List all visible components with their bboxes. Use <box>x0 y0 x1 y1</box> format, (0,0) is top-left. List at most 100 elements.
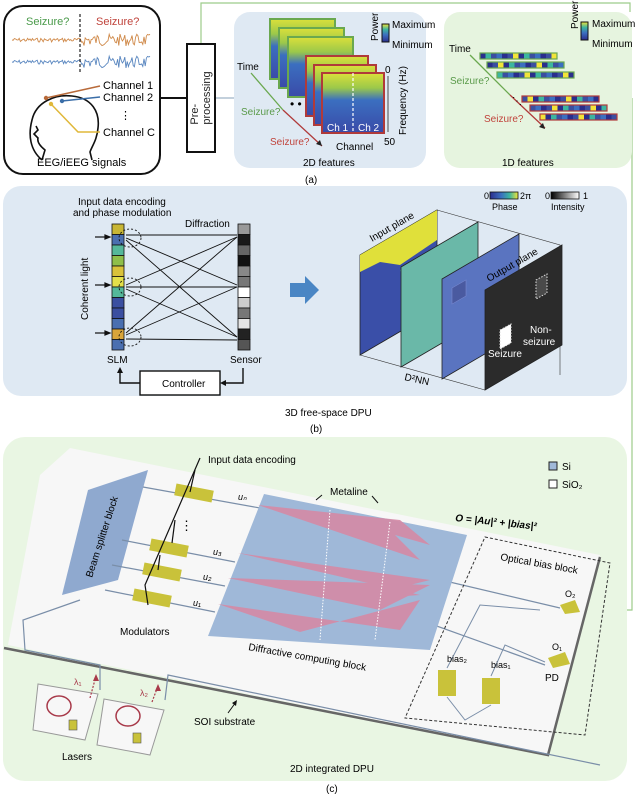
feature-cell <box>533 96 539 102</box>
power-colorbar-2d <box>381 23 390 43</box>
legend-min-1d: Minimum <box>592 39 633 50</box>
seizure-output-label: Seizure <box>488 349 522 360</box>
spectrogram-stack-red <box>305 55 385 134</box>
feature-cell <box>601 105 607 111</box>
feature-cell <box>502 53 508 59</box>
controller-to-slm-arrow <box>119 370 140 384</box>
frequency-axis-label: Frequency (Hz) <box>398 66 409 135</box>
intensity-colorbar <box>550 191 580 200</box>
feature-vector <box>486 61 565 69</box>
eeg-waveform-orange <box>11 32 151 47</box>
si-legend-swatch <box>548 461 558 471</box>
feature-cell <box>530 105 536 111</box>
diffraction-rays <box>118 228 238 347</box>
sio2-legend-label: SiO₂ <box>562 480 583 491</box>
feature-cell <box>571 96 577 102</box>
feature-cell <box>508 72 514 78</box>
feature-cell <box>496 53 502 59</box>
controller-label: Controller <box>162 379 206 390</box>
feature-cell <box>566 96 572 102</box>
time-label-2d: Time <box>237 62 259 73</box>
diffraction-label: Diffraction <box>185 219 230 230</box>
metaline-arrows <box>315 494 379 504</box>
encoding-line-1: Input data encoding <box>78 197 166 208</box>
lasers-label: Lasers <box>62 752 92 763</box>
feature-cell <box>487 62 493 68</box>
preprocessing-box: Pre-processing <box>186 43 216 153</box>
feature-cell <box>590 105 596 111</box>
ellipsis: • • • <box>290 97 309 111</box>
pd-o1 <box>548 652 570 668</box>
photodetectors <box>548 600 580 668</box>
channel-1-label: Channel 1 <box>103 80 153 92</box>
metaline-label: Metaline <box>330 487 368 498</box>
u-3-label: u₃ <box>213 547 222 557</box>
time-label-1d: Time <box>449 44 471 55</box>
si-legend-label: Si <box>562 462 571 473</box>
bias-modulators <box>438 670 500 704</box>
feature-cell <box>544 96 550 102</box>
electrode-1 <box>43 95 49 101</box>
sensor-pixel <box>237 339 251 351</box>
ring-resonator-1 <box>46 695 72 717</box>
feature-cell <box>519 72 525 78</box>
feature-cell <box>480 53 486 59</box>
feature-cell <box>600 114 606 120</box>
feature-cell <box>513 53 519 59</box>
feature-cell <box>549 96 555 102</box>
feature-cell <box>577 96 583 102</box>
ch1-label: Ch 1 <box>327 123 349 134</box>
pd-label: PD <box>545 673 559 684</box>
sensor-array <box>237 223 251 351</box>
feature-cell <box>514 62 520 68</box>
feature-cell <box>584 114 590 120</box>
feature-cell <box>498 62 504 68</box>
feature-cell <box>551 53 557 59</box>
feature-cell <box>520 62 526 68</box>
feature-cell <box>611 114 617 120</box>
modulator-ellipsis: ⋮ <box>180 518 193 533</box>
legend-max-1d: Maximum <box>592 19 635 30</box>
electrode-2 <box>59 98 65 104</box>
feature-cell <box>535 105 541 111</box>
intensity-min: 0 <box>545 191 550 201</box>
lambda-1-label: λ₁ <box>74 677 82 687</box>
non-seizure-label-2: seizure <box>523 337 556 348</box>
feature-cell <box>560 96 566 102</box>
feature-cell <box>531 62 537 68</box>
modulator-3 <box>149 538 189 558</box>
feature-vector <box>539 113 618 121</box>
bias-1-modulator <box>482 678 500 704</box>
feature-cell <box>558 62 564 68</box>
feature-cell <box>552 105 558 111</box>
feature-cell <box>507 53 513 59</box>
ellipsis-1d: ⋱ <box>512 96 522 107</box>
feature-cell <box>530 72 536 78</box>
feature-vector <box>496 71 575 79</box>
bias-2-label: bias₂ <box>447 654 468 664</box>
feature-cell <box>552 72 558 78</box>
optical-bias-block <box>404 536 611 736</box>
feature-cell <box>557 105 563 111</box>
feature-cell <box>568 72 574 78</box>
feature-cell <box>585 105 591 111</box>
power-legend-title-1d: Power <box>570 0 581 29</box>
channel-2-label: Channel 2 <box>103 92 153 104</box>
u-2-label: u₂ <box>203 572 212 582</box>
feature-vectors-1d <box>479 52 618 121</box>
feature-cell <box>529 53 535 59</box>
seizure-green-1d: Seizure? <box>450 76 490 87</box>
pd-o2 <box>560 600 580 614</box>
feature-cell <box>568 105 574 111</box>
feature-cell <box>546 72 552 78</box>
phase-min: 0 <box>484 191 489 201</box>
feature-cell <box>547 62 553 68</box>
feature-cell <box>497 72 503 78</box>
feature-cell <box>503 62 509 68</box>
modulators-label: Modulators <box>120 627 169 638</box>
features-1d-label: 1D features <box>502 158 554 169</box>
feature-cell <box>606 114 612 120</box>
coherent-light-arrows <box>95 234 112 336</box>
